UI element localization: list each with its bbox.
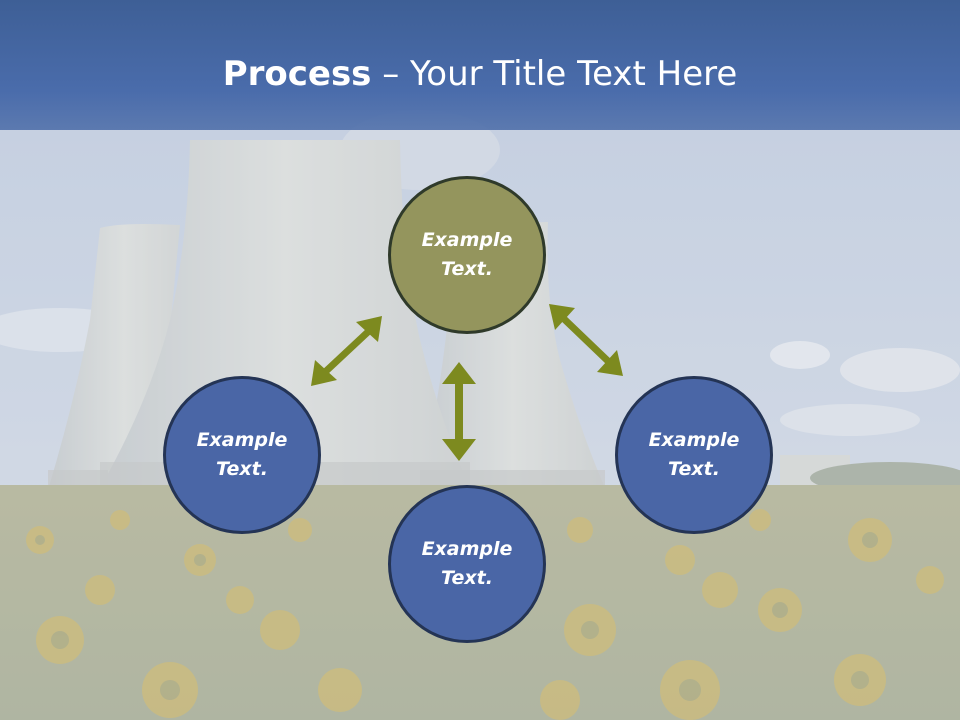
node-right-line1: Example [648, 429, 740, 451]
node-bottom-line1: Example [421, 538, 513, 560]
node-left-line1: Example [196, 429, 288, 451]
title-rest: – Your Title Text Here [371, 54, 738, 94]
node-left-line2: Text. [216, 458, 268, 480]
arrow-left-top [311, 316, 382, 386]
node-top-line2: Text. [441, 258, 493, 280]
node-right-line2: Text. [668, 458, 720, 480]
arrow-vertical [442, 362, 476, 461]
node-top-line1: Example [421, 229, 513, 251]
title-bar [0, 0, 960, 130]
arrow-right-top [549, 304, 623, 376]
node-bottom-line2: Text. [441, 567, 493, 589]
title-bold: Process [222, 54, 372, 94]
slide-title: Process – Your Title Text Here [0, 52, 960, 96]
